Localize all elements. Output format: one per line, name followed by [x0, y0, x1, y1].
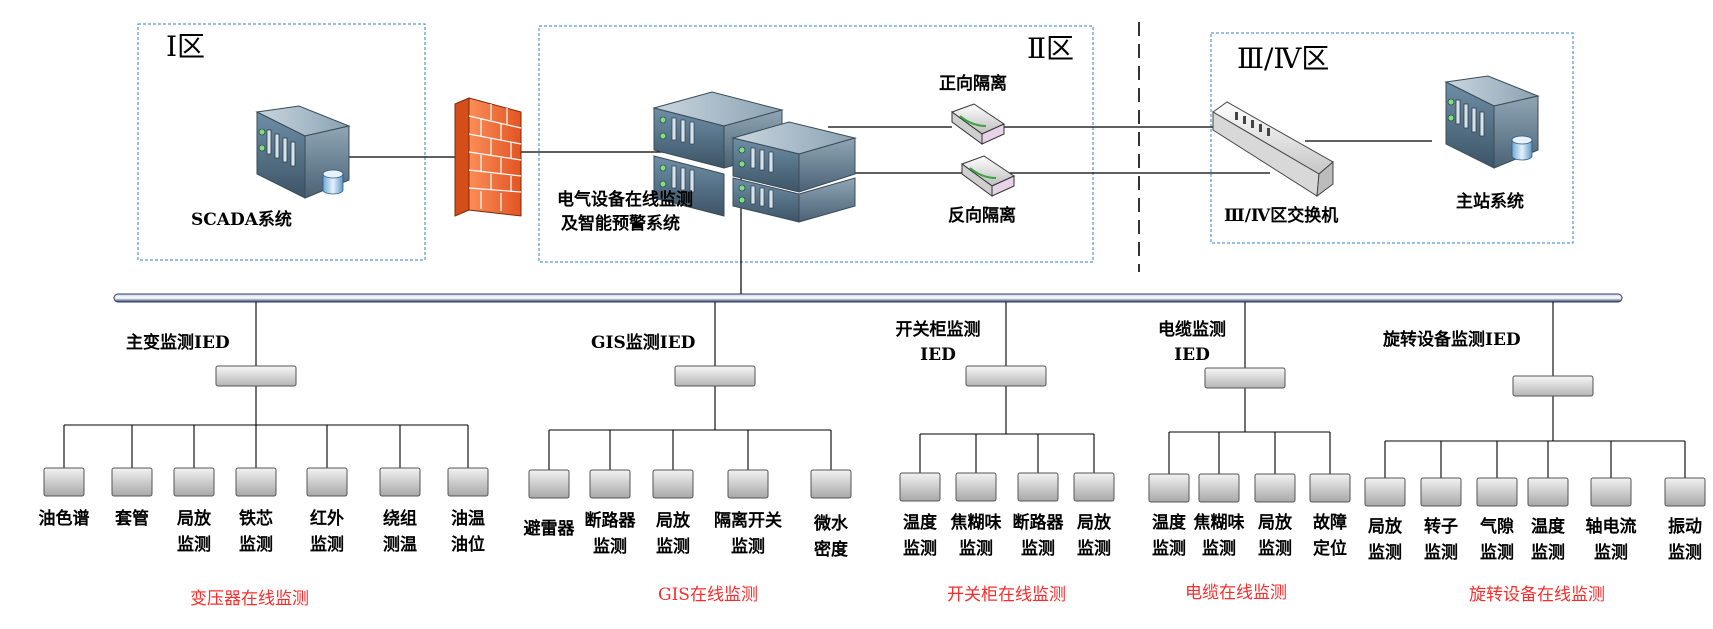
- sensor-label: 断路器监测: [1012, 513, 1064, 559]
- scada-label: SCADA系统: [191, 210, 292, 230]
- sensor-label: 隔离开关监测: [714, 511, 782, 557]
- sensor-label: 气隙监测: [1480, 517, 1514, 563]
- sensor-label: 焦糊味监测: [1193, 513, 1245, 559]
- reverse-isolation-label: 反向隔离: [948, 206, 1016, 226]
- sensor-box: [1017, 472, 1059, 502]
- sensor-label: 轴电流监测: [1585, 517, 1637, 563]
- sensor-box: [1476, 477, 1518, 507]
- sensor-label: 局放监测: [1258, 513, 1292, 559]
- sensor-box: [589, 469, 631, 499]
- sensor-label: 温度监测: [1531, 517, 1565, 563]
- rotating-ied-box: [1512, 375, 1594, 397]
- sensor-box: [1527, 477, 1569, 507]
- sensor-label: 断路器监测: [584, 511, 636, 557]
- zone-1-box: [137, 23, 426, 261]
- cable-ied-label-2: IED: [1174, 345, 1210, 365]
- sensor-label: 转子监测: [1424, 517, 1458, 563]
- sensor-box: [1198, 473, 1240, 503]
- sensor-box: [111, 467, 153, 497]
- sensor-box: [652, 469, 694, 499]
- ied-boxes: [215, 365, 1594, 397]
- sensor-label: 铁芯监测: [239, 509, 273, 555]
- sensor-label: 油色谱: [38, 509, 90, 529]
- sensor-label: 振动监测: [1668, 517, 1702, 563]
- sensor-label: 微水密度: [814, 514, 848, 560]
- sensor-box: [235, 467, 277, 497]
- sensor-box: [528, 469, 570, 499]
- sensor-label: 避雷器: [523, 519, 575, 539]
- sensor-box: [899, 472, 941, 502]
- sensor-box: [43, 467, 85, 497]
- section-rotating: 旋转设备在线监测: [1469, 585, 1605, 605]
- gis-ied-label: GIS监测IED: [591, 333, 696, 353]
- tree-connectors: [63, 302, 1686, 478]
- sensor-box: [1364, 477, 1406, 507]
- sensor-label: 局放监测: [656, 511, 690, 557]
- zone34-switch-icon: [1212, 101, 1334, 198]
- sensor-label: 温度监测: [1152, 513, 1186, 559]
- section-gis: GIS在线监测: [658, 585, 758, 605]
- switch34-label: Ⅲ/Ⅳ区交换机: [1224, 206, 1339, 226]
- section-switchgear: 开关柜在线监测: [947, 585, 1066, 605]
- sensor-box: [727, 469, 769, 499]
- sensor-box: [447, 467, 489, 497]
- network-links: [347, 126, 1432, 296]
- sensor-label: 故障定位: [1313, 513, 1347, 559]
- sensor-box: [1148, 473, 1190, 503]
- forward-isolation-label: 正向隔离: [939, 74, 1007, 94]
- sensor-box: [306, 467, 348, 497]
- sensor-label: 局放监测: [177, 509, 211, 555]
- master-system-label: 主站系统: [1456, 192, 1524, 212]
- gis-ied-box: [674, 365, 756, 387]
- rotating-ied-label: 旋转设备监测IED: [1383, 330, 1521, 350]
- sensor-box: [379, 467, 421, 497]
- sensor-box: [1073, 472, 1115, 502]
- sensor-box: [810, 469, 852, 499]
- main-bus: [113, 293, 1623, 303]
- sensor-box: [1254, 473, 1296, 503]
- sensor-box: [1664, 477, 1706, 507]
- sensor-box: [1309, 473, 1351, 503]
- cable-ied-label-1: 电缆监测: [1158, 320, 1226, 340]
- monitor-system-label-2: 及智能预警系统: [561, 214, 680, 234]
- section-cable: 电缆在线监测: [1185, 583, 1287, 603]
- scada-server-icon: [255, 105, 351, 199]
- master-server-icon: [1444, 75, 1540, 169]
- firewall-icon: [454, 97, 522, 217]
- switchgear-ied-box: [965, 365, 1047, 387]
- transformer-ied-label: 主变监测IED: [126, 333, 230, 353]
- zone-34-label: Ⅲ/Ⅳ区: [1237, 42, 1330, 75]
- cable-ied-box: [1204, 367, 1286, 389]
- zone-1-label: Ⅰ区: [166, 30, 206, 63]
- switchgear-ied-label-1: 开关柜监测: [895, 320, 981, 340]
- sensor-box: [173, 467, 215, 497]
- sensor-box: [955, 472, 997, 502]
- sensor-box: [1590, 477, 1632, 507]
- sensor-boxes: [43, 467, 1706, 507]
- section-transformer: 变压器在线监测: [190, 589, 309, 609]
- zone-34-box: [1210, 32, 1574, 244]
- sensor-label: 套管: [115, 509, 149, 529]
- monitoring-server-cluster-icon: [652, 91, 857, 223]
- sensor-box: [1420, 477, 1462, 507]
- sensor-label: 局放监测: [1368, 517, 1402, 563]
- switchgear-ied-label-2: IED: [920, 345, 956, 365]
- reverse-isolation-device-icon: [960, 155, 1016, 197]
- zone-2-box: [538, 25, 1094, 263]
- sensor-label: 红外监测: [310, 509, 344, 555]
- sensor-label: 焦糊味监测: [950, 513, 1002, 559]
- sensor-label: 油温油位: [451, 509, 485, 555]
- sensor-label: 温度监测: [903, 513, 937, 559]
- forward-isolation-device-icon: [950, 103, 1006, 145]
- monitor-system-label-1: 电气设备在线监测: [557, 190, 693, 210]
- transformer-ied-box: [215, 365, 297, 387]
- zone-2-label: Ⅱ区: [1027, 32, 1075, 65]
- sensor-label: 绕组测温: [383, 509, 417, 555]
- sensor-label: 局放监测: [1077, 513, 1111, 559]
